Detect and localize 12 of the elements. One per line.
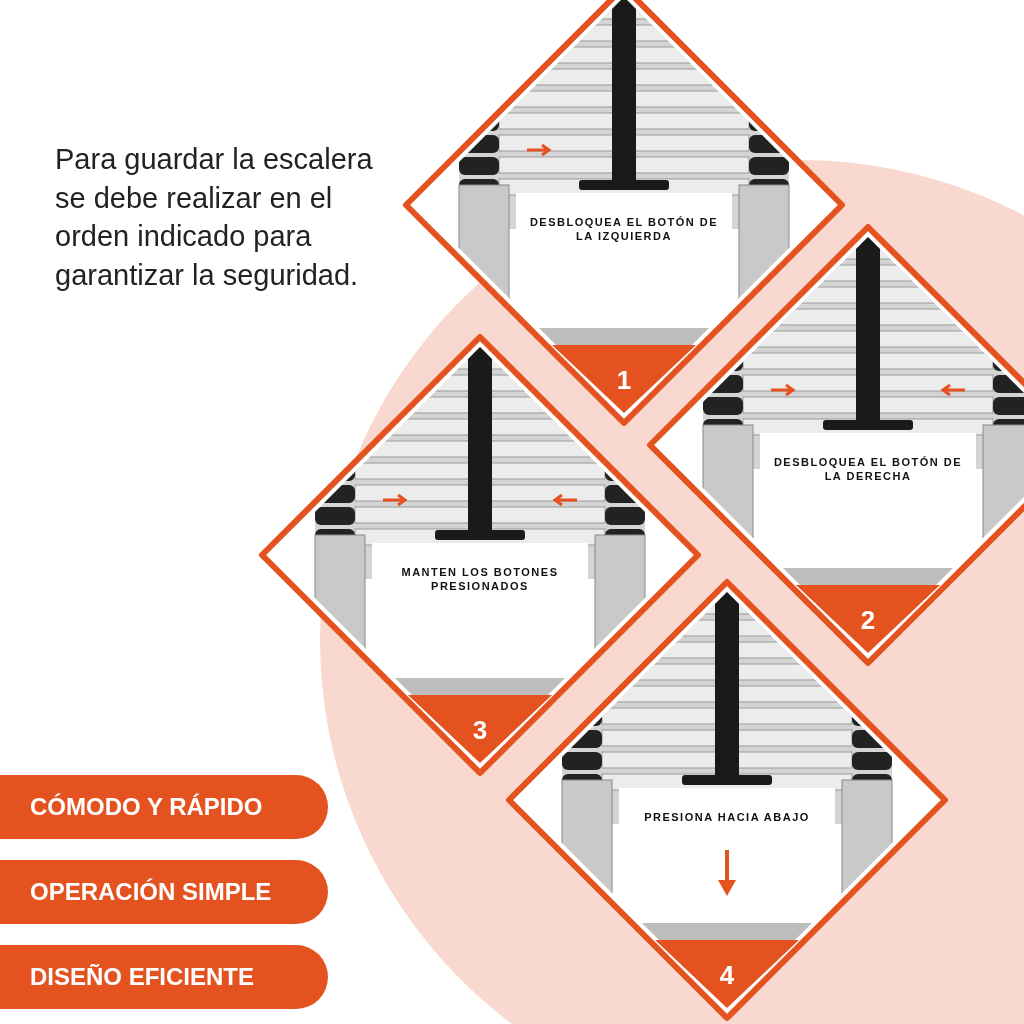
step-number: 2 — [859, 605, 877, 636]
step-number: 1 — [615, 365, 633, 396]
feature-badge: OPERACIÓN SIMPLE — [0, 860, 328, 924]
instruction-text: PRESIONA HACIA ABAJO — [643, 810, 811, 824]
feature-badge: DISEÑO EFICIENTE — [0, 945, 328, 1009]
instruction-text: DESBLOQUEA EL BOTÓN DE LA DERECHA — [772, 455, 964, 483]
step-number: 4 — [718, 960, 736, 991]
intro-paragraph: Para guardar la escalera se debe realizar en el orden indicado para garantizar la seguridad. — [55, 142, 374, 293]
instruction-text: DESBLOQUEA EL BOTÓN DE LA IZQUIERDA — [528, 215, 720, 243]
feature-badge: CÓMODO Y RÁPIDO — [0, 775, 328, 839]
instruction-text: MANTEN LOS BOTONES PRESIONADOS — [400, 565, 560, 593]
step-number: 3 — [471, 715, 489, 746]
